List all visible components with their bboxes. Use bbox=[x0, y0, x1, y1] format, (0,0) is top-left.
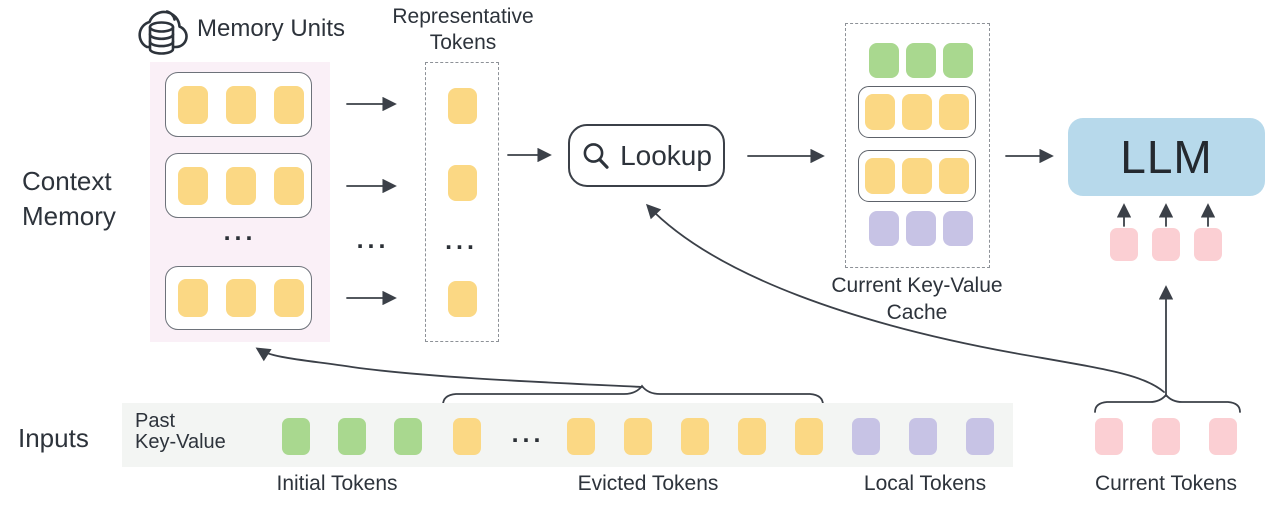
current-token bbox=[1209, 418, 1237, 455]
memory-token bbox=[902, 94, 932, 130]
current-kv-cache-box bbox=[845, 23, 990, 268]
memory-unit bbox=[165, 153, 312, 218]
local-token bbox=[943, 211, 973, 246]
local-token bbox=[869, 211, 899, 246]
representative-tokens-title: Representative Tokens bbox=[392, 5, 534, 54]
current-token bbox=[1194, 228, 1222, 261]
brace-current-tokens bbox=[1094, 393, 1241, 413]
representative-ellipsis: ... bbox=[445, 227, 478, 255]
evicted-token bbox=[624, 418, 652, 455]
search-icon bbox=[581, 141, 611, 171]
initial-token bbox=[906, 43, 936, 78]
current-tokens-group bbox=[1095, 418, 1237, 455]
representative-token bbox=[448, 165, 477, 201]
arrow-evicted-to-memory bbox=[255, 347, 643, 388]
memory-token bbox=[902, 158, 932, 194]
initial-tokens-group bbox=[282, 418, 422, 455]
local-tokens-label: Local Tokens bbox=[863, 472, 987, 495]
local-token bbox=[852, 418, 880, 455]
memory-unit bbox=[165, 266, 312, 330]
memory-cloud-database-icon bbox=[131, 2, 193, 56]
initial-token bbox=[943, 43, 973, 78]
context-memory-panel: ... bbox=[150, 62, 330, 342]
memory-units-label: Memory Units bbox=[197, 15, 346, 42]
memory-token bbox=[939, 94, 969, 130]
evicted-ellipsis: ... bbox=[511, 420, 545, 448]
memory-token bbox=[939, 158, 969, 194]
evicted-token bbox=[738, 418, 766, 455]
initial-tokens-label: Initial Tokens bbox=[276, 472, 398, 495]
memory-token bbox=[226, 85, 256, 124]
inputs-title: Inputs bbox=[18, 423, 89, 453]
local-tokens-group bbox=[852, 418, 994, 455]
representative-token bbox=[448, 281, 477, 317]
cache-memory-unit bbox=[858, 150, 976, 202]
representative-token bbox=[448, 88, 477, 124]
evicted-tokens-group bbox=[567, 418, 823, 455]
cache-memory-unit bbox=[858, 86, 976, 138]
past-key-value-label: Past Key-Value bbox=[135, 410, 226, 453]
memory-token bbox=[274, 85, 304, 124]
current-token bbox=[1095, 418, 1123, 455]
context-memory-title: Context Memory bbox=[22, 166, 116, 231]
representative-tokens-box: ... bbox=[425, 62, 499, 342]
memory-token bbox=[178, 279, 208, 317]
evicted-tokens-head bbox=[453, 418, 481, 455]
current-token bbox=[1110, 228, 1138, 261]
lookup-label: Lookup bbox=[620, 139, 712, 171]
local-token bbox=[906, 211, 936, 246]
memory-token bbox=[865, 158, 895, 194]
llm-node: LLM bbox=[1068, 118, 1265, 196]
cache-local-row bbox=[869, 211, 973, 246]
evicted-tokens-label: Evicted Tokens bbox=[577, 472, 719, 495]
memory-token bbox=[226, 166, 256, 205]
evicted-token bbox=[453, 418, 481, 455]
llm-input-tokens bbox=[1110, 228, 1222, 261]
memory-token bbox=[178, 166, 208, 205]
memory-token bbox=[274, 166, 304, 205]
memory-token bbox=[865, 94, 895, 130]
cache-initial-row bbox=[869, 43, 973, 78]
current-token bbox=[1152, 418, 1180, 455]
lookup-node: Lookup bbox=[568, 124, 725, 187]
memory-token bbox=[274, 279, 304, 317]
memory-ellipsis: ... bbox=[223, 218, 257, 246]
current-tokens-label: Current Tokens bbox=[1094, 472, 1238, 495]
current-kv-cache-label: Current Key-Value Cache bbox=[831, 274, 1003, 324]
evicted-token bbox=[681, 418, 709, 455]
initial-token bbox=[338, 418, 366, 455]
between-columns-ellipsis: ... bbox=[356, 226, 390, 254]
current-token bbox=[1152, 228, 1180, 261]
initial-token bbox=[282, 418, 310, 455]
initial-token bbox=[394, 418, 422, 455]
memory-token bbox=[226, 279, 256, 317]
memory-unit bbox=[165, 72, 312, 137]
evicted-token bbox=[567, 418, 595, 455]
initial-token bbox=[869, 43, 899, 78]
evicted-token bbox=[795, 418, 823, 455]
local-token bbox=[966, 418, 994, 455]
memory-token bbox=[178, 85, 208, 124]
local-token bbox=[909, 418, 937, 455]
